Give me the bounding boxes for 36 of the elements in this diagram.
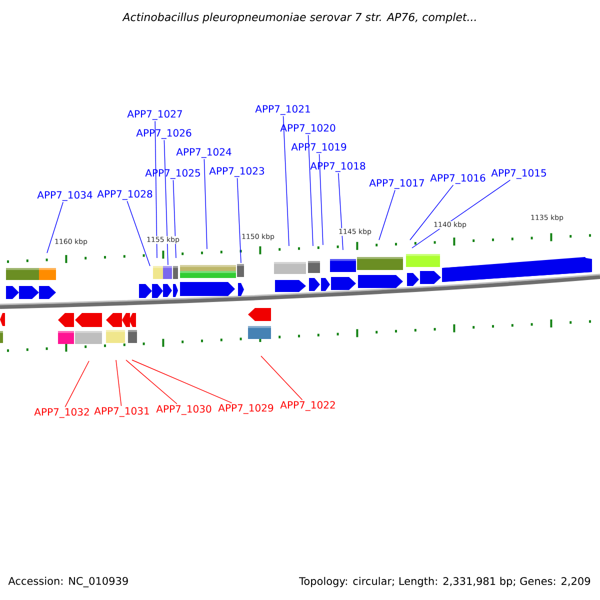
leader-line: [154, 120, 158, 258]
leader-line: [282, 116, 290, 246]
leader-line: [132, 360, 232, 404]
info-text: Topology: circular; Length: 2,331,981 bp; Genes: 2,209: [299, 576, 590, 588]
leader-line: [126, 360, 178, 404]
leader-line: [318, 154, 324, 246]
leader-line: [172, 180, 176, 258]
gene-label: APP7_1021: [255, 105, 310, 115]
leader-line: [46, 202, 64, 254]
gene-label: APP7_1032: [34, 408, 89, 418]
gene-label: APP7_1016: [430, 174, 486, 184]
leader-line: [378, 190, 396, 240]
leader-line: [116, 360, 122, 406]
leader-line: [338, 172, 344, 250]
gene-label: APP7_1030: [156, 405, 212, 415]
leader-line: [410, 184, 454, 240]
leader-line: [126, 200, 150, 266]
leader-line: [204, 158, 208, 250]
title: Actinobacillus pleuropneumoniae serovar 7 str. AP76, complet...: [122, 12, 476, 24]
gene-label: APP7_1022: [280, 401, 335, 411]
gene-label: APP7_1029: [218, 404, 274, 414]
gene-label: APP7_1017: [369, 179, 424, 189]
leader-line: [412, 180, 511, 248]
gene-label: APP7_1023: [209, 167, 264, 177]
gene-label: APP7_1024: [176, 148, 232, 158]
leader-line: [260, 356, 303, 400]
gene-label: APP7_1034: [37, 191, 92, 201]
leader-line: [308, 134, 314, 246]
leader-line: [164, 140, 168, 266]
gene-label: APP7_1015: [491, 169, 546, 179]
leader-line: [64, 360, 90, 408]
info-text: Accession: NC_010939: [8, 576, 128, 588]
leader-line: [236, 178, 242, 264]
gene-label: APP7_1031: [94, 407, 149, 417]
gene-label: APP7_1027: [127, 110, 182, 120]
gene-label: APP7_1028: [97, 190, 152, 200]
